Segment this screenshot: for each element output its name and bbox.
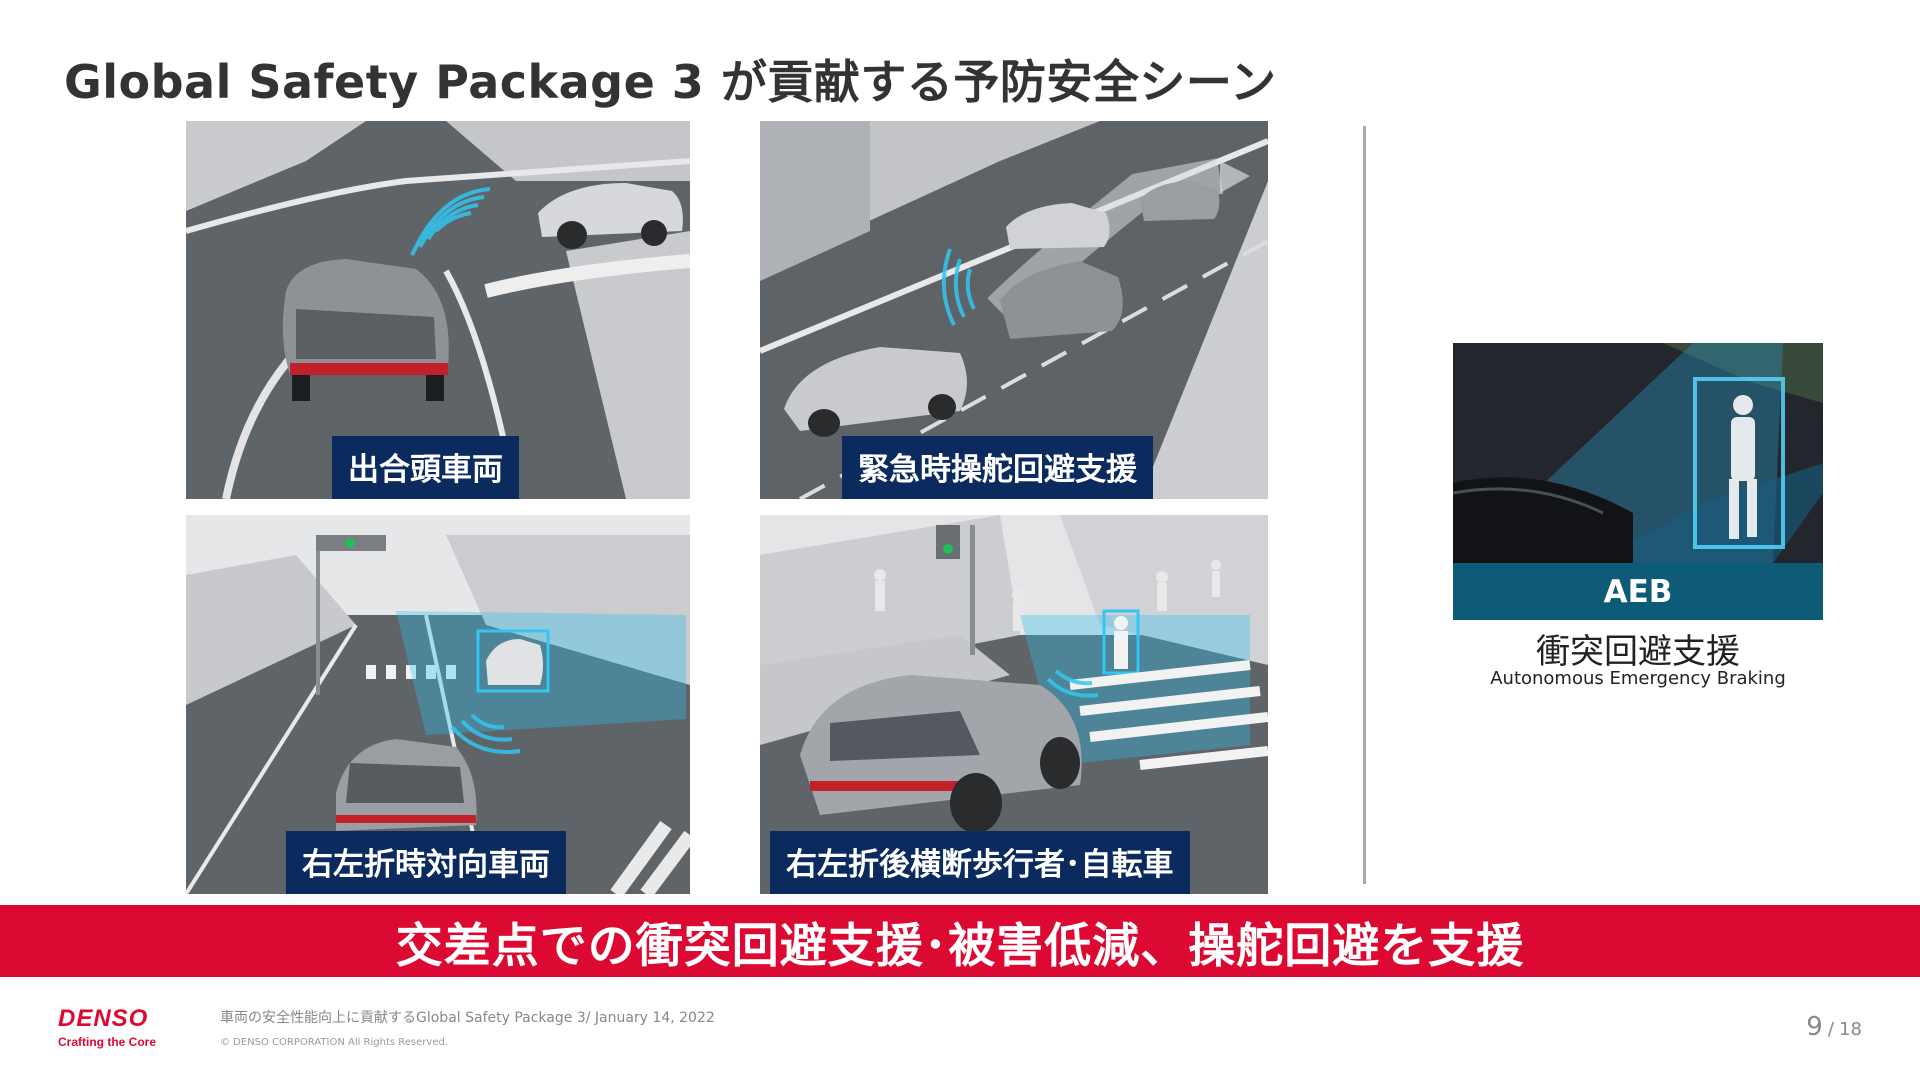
- aeb-label: AEB: [1453, 563, 1823, 620]
- footer-document-title: 車両の安全性能向上に貢献するGlobal Safety Package 3/ J…: [220, 1010, 715, 1026]
- aeb-card: AEB: [1453, 343, 1823, 620]
- page-total: 18: [1839, 1019, 1862, 1040]
- page-current: 9: [1806, 1012, 1823, 1042]
- divider-line: [1363, 126, 1366, 884]
- slide-title: Global Safety Package 3 が貢献する予防安全シーン: [64, 55, 1277, 109]
- scene-emergency-steering: 緊急時操舵回避支援: [760, 121, 1268, 499]
- scene-label: 右左折後横断歩行者･自転車: [770, 831, 1190, 894]
- aeb-title-jp: 衝突回避支援: [1536, 632, 1740, 672]
- brand-tagline: Crafting the Core: [58, 1035, 157, 1049]
- scene-label: 出合頭車両: [332, 436, 519, 499]
- crossing-pedestrian-illustration: [760, 515, 1268, 894]
- page-separator: /: [1827, 1019, 1834, 1040]
- scene-label: 右左折時対向車両: [286, 831, 566, 894]
- denso-logo: DENSO Crafting the Core: [58, 1005, 156, 1049]
- aeb-title-en: Autonomous Emergency Braking: [1490, 668, 1786, 689]
- aeb-illustration: [1453, 343, 1823, 563]
- page-indicator: 9 / 18: [1806, 1012, 1862, 1042]
- scene-label: 緊急時操舵回避支援: [842, 436, 1153, 499]
- scene-crossing-pedestrian: 右左折後横断歩行者･自転車: [760, 515, 1268, 894]
- brand-name: DENSO: [58, 1005, 149, 1032]
- footer-copyright: © DENSO CORPORATION All Rights Reserved.: [220, 1037, 448, 1048]
- summary-banner: 交差点での衝突回避支援･被害低減、操舵回避を支援: [0, 905, 1920, 977]
- oncoming-vehicle-illustration: [186, 515, 690, 894]
- scene-crossing-vehicle: 出合頭車両: [186, 121, 690, 499]
- scene-oncoming-vehicle: 右左折時対向車両: [186, 515, 690, 894]
